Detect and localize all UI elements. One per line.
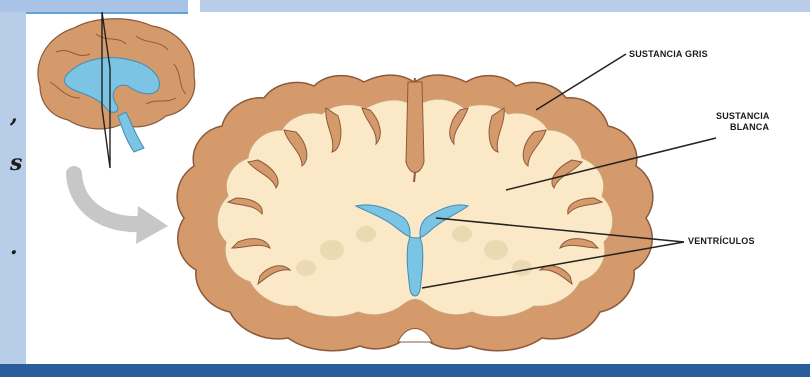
side-text-panel: , s . xyxy=(0,12,26,364)
side-text-fragment-3: . xyxy=(10,234,18,260)
label-gray-matter: SUSTANCIA GRIS xyxy=(629,49,708,60)
side-text-fragment-2: s xyxy=(10,150,22,176)
curved-arrow xyxy=(74,174,168,244)
header-bar-right xyxy=(200,0,810,12)
brain-coronal-section-diagram xyxy=(26,12,810,364)
footer-bar xyxy=(0,364,810,377)
brain-section xyxy=(177,75,653,351)
inset-brain-lateral-view xyxy=(38,12,195,168)
side-text-fragment-1: , xyxy=(10,102,18,128)
fissure-cortex xyxy=(406,82,424,173)
label-ventricles: VENTRÍCULOS xyxy=(688,236,755,247)
label-white-matter-line-1: SUSTANCIA xyxy=(716,111,770,122)
label-white-matter-line-2: BLANCA xyxy=(730,122,769,133)
